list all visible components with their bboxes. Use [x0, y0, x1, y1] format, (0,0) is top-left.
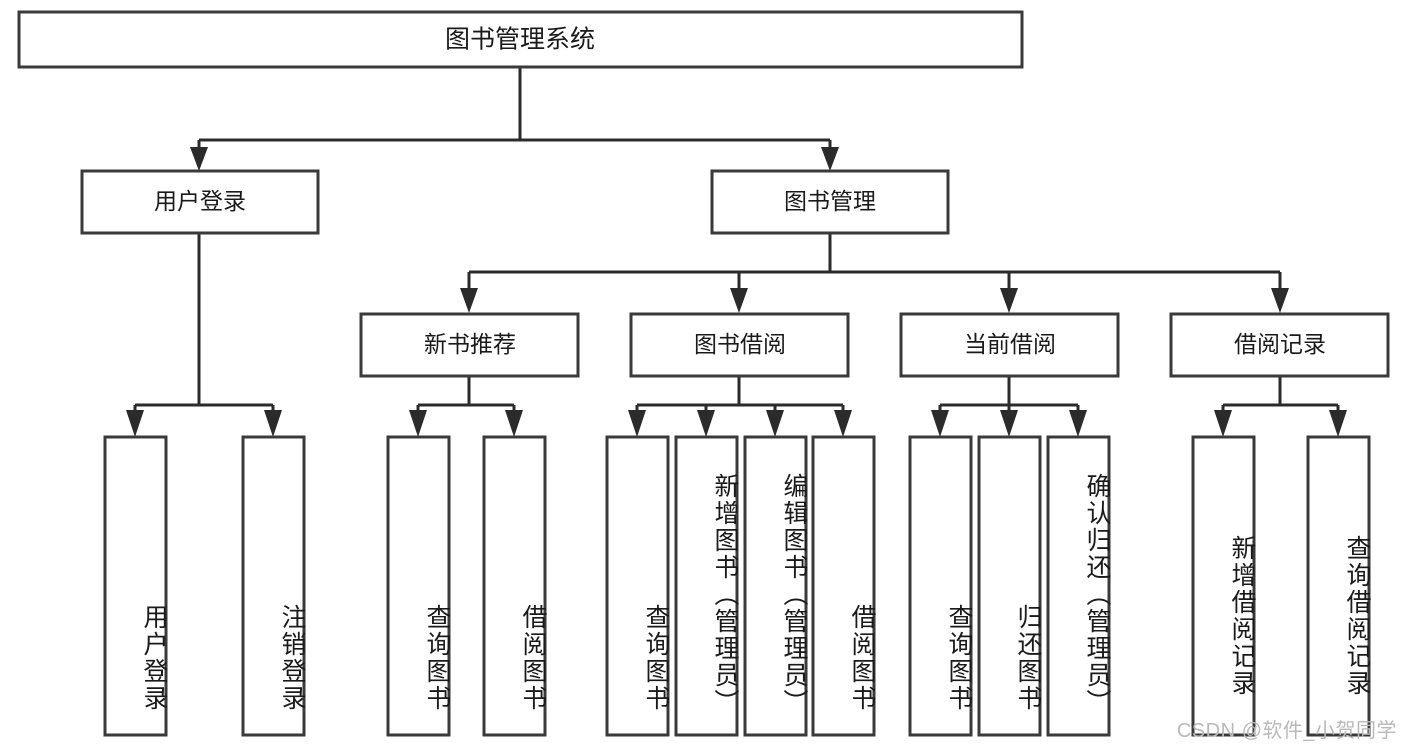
- leaf-box-record-add[interactable]: [1191, 435, 1256, 737]
- arrow-to-book-borrow: [730, 288, 748, 313]
- arrow-to-borrow-record: [1271, 288, 1289, 313]
- node-book-borrow-label: 图书借阅: [694, 331, 786, 357]
- leaf-box-borrow-edit[interactable]: [743, 435, 808, 737]
- arrow-to-book-mgmt: [821, 147, 839, 171]
- arrow-to-bookborrow-leaf-2: [697, 410, 715, 437]
- arrow-to-new-book: [460, 288, 478, 313]
- node-root-box[interactable]: [17, 10, 1024, 69]
- arrow-to-bookborrow-leaf-1: [628, 410, 646, 437]
- leaf-box-logout[interactable]: [241, 435, 306, 737]
- edges-group: [126, 68, 1347, 437]
- arrow-to-leaf-user-login: [126, 410, 144, 437]
- arrow-to-current-borrow: [1000, 288, 1018, 313]
- node-user-login-box[interactable]: [80, 169, 320, 235]
- node-user-login-label: 用户登录: [154, 188, 246, 214]
- node-borrow-record-label: 借阅记录: [1234, 331, 1326, 357]
- leaf-box-borrow-query[interactable]: [605, 435, 670, 737]
- leaf-box-current-return[interactable]: [977, 435, 1042, 737]
- arrow-to-bookborrow-leaf-4: [834, 410, 852, 437]
- node-root-label: 图书管理系统: [445, 26, 595, 54]
- arrow-to-bookborrow-leaf-3: [766, 410, 784, 437]
- leaf-box-borrow-lend[interactable]: [811, 435, 876, 737]
- leaf-box-current-query[interactable]: [908, 435, 973, 737]
- node-new-book-recommend-label: 新书推荐: [424, 331, 516, 357]
- node-book-borrow-box[interactable]: [629, 312, 850, 378]
- leaf-box-newbook-borrow[interactable]: [482, 435, 547, 737]
- arrow-to-currentborrow-leaf-3: [1069, 410, 1087, 437]
- node-new-book-recommend-box[interactable]: [359, 312, 580, 378]
- arrow-to-user-login: [190, 147, 208, 171]
- node-current-borrow-label: 当前借阅: [964, 331, 1056, 357]
- arrow-to-newbook-leaf-1: [409, 410, 427, 437]
- leaf-box-record-query[interactable]: [1306, 435, 1371, 737]
- node-book-management-box[interactable]: [710, 169, 950, 235]
- csdn-watermark: CSDN @软件_小贺同学: [1176, 720, 1397, 742]
- arrow-to-currentborrow-leaf-2: [1000, 410, 1018, 437]
- node-current-borrow-box[interactable]: [899, 312, 1120, 378]
- arrow-to-currentborrow-leaf-1: [931, 410, 949, 437]
- node-borrow-record-box[interactable]: [1169, 312, 1390, 378]
- leaf-box-newbook-query[interactable]: [386, 435, 451, 737]
- arrow-to-borrowrecord-leaf-2: [1329, 410, 1347, 437]
- node-book-management-label: 图书管理: [784, 188, 876, 214]
- arrow-to-borrowrecord-leaf-1: [1214, 410, 1232, 437]
- arrow-to-newbook-leaf-2: [505, 410, 523, 437]
- nodes-group: 图书管理系统 用户登录 图书管理 新书推荐 图书借阅 当前借阅 借阅记录: [17, 10, 1390, 737]
- leaf-box-current-confirm[interactable]: [1046, 435, 1111, 737]
- leaf-box-borrow-add[interactable]: [674, 435, 739, 737]
- leaf-box-user-login[interactable]: [103, 435, 168, 737]
- arrow-to-leaf-logout: [264, 410, 282, 437]
